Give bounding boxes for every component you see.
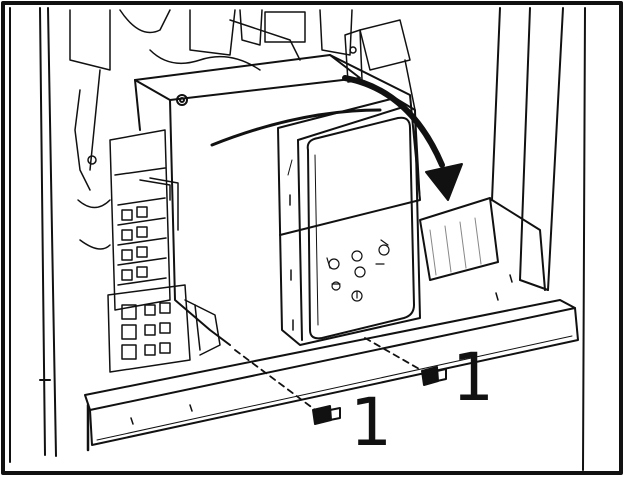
base-tray bbox=[84, 197, 579, 452]
screw-guide-lines bbox=[234, 337, 429, 413]
terminal-strip-upper bbox=[109, 129, 179, 311]
callout-screw-left: 1 bbox=[350, 384, 392, 461]
casing-outline bbox=[9, 7, 586, 471]
screw-right bbox=[421, 366, 447, 386]
rotation-arrow bbox=[342, 75, 463, 201]
tray-markers bbox=[130, 274, 513, 425]
callout-screw-right: 1 bbox=[452, 339, 494, 416]
screw-left bbox=[312, 405, 341, 425]
hatched-panel bbox=[429, 217, 482, 276]
control-box-housing bbox=[134, 54, 421, 346]
control-panel bbox=[277, 97, 421, 346]
terminal-strip-lower bbox=[107, 284, 221, 373]
control-panel-buttons bbox=[326, 239, 390, 302]
